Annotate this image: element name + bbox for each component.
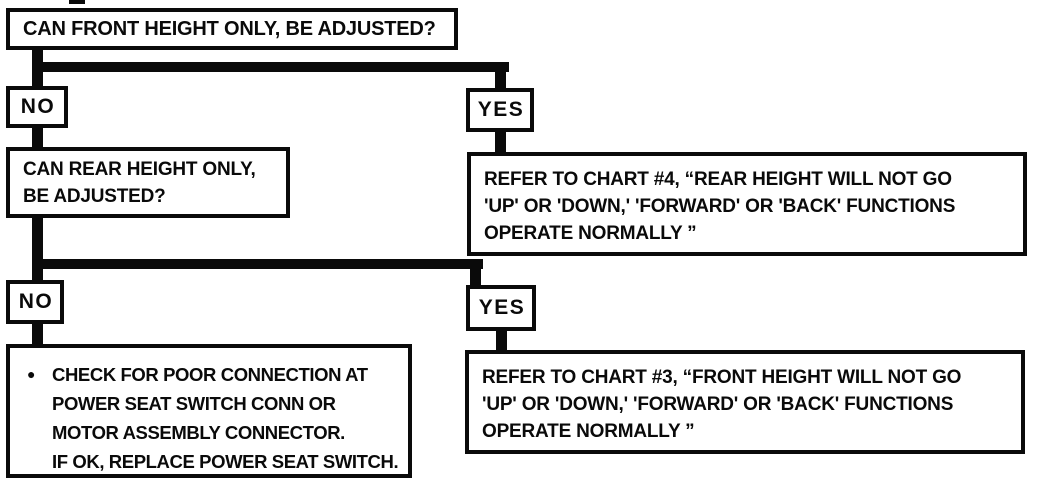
connector-q2-down bbox=[32, 216, 43, 283]
node-text-line: CHECK FOR POOR CONNECTION AT bbox=[52, 364, 368, 385]
node-yes-branch-2: YES bbox=[466, 285, 536, 331]
connector-branch2-to-yes bbox=[470, 261, 481, 288]
bullet-icon: ● bbox=[26, 366, 36, 382]
scan-artifact-line bbox=[69, 0, 85, 4]
node-text-line: CAN FRONT HEIGHT ONLY, BE ADJUSTED? bbox=[23, 17, 436, 40]
no-label: NO bbox=[18, 290, 54, 313]
connector-no1-to-q2 bbox=[32, 126, 43, 150]
node-check-connection-action: ● CHECK FOR POOR CONNECTION AT POWER SEA… bbox=[6, 344, 412, 478]
node-text-line: IF OK, REPLACE POWER SEAT SWITCH. bbox=[52, 451, 399, 472]
yes-label: YES bbox=[478, 296, 526, 319]
node-text-line: POWER SEAT SWITCH CONN OR bbox=[52, 393, 336, 414]
connector-branch2-horizontal bbox=[32, 259, 483, 269]
node-text-line: REFER TO CHART #4, “REAR HEIGHT WILL NOT… bbox=[484, 169, 952, 190]
node-text-line: CAN REAR HEIGHT ONLY, bbox=[23, 158, 256, 180]
node-no-branch-1: NO bbox=[6, 86, 68, 128]
node-refer-chart-3: REFER TO CHART #3, “FRONT HEIGHT WILL NO… bbox=[465, 350, 1025, 454]
node-text-line: OPERATE NORMALLY ” bbox=[482, 421, 695, 442]
node-question-rear-height: CAN REAR HEIGHT ONLY, BE ADJUSTED? bbox=[6, 147, 290, 218]
node-question-front-height: CAN FRONT HEIGHT ONLY, BE ADJUSTED? bbox=[6, 8, 458, 50]
connector-yes2-to-chart3 bbox=[496, 329, 507, 353]
connector-no2-to-action bbox=[32, 322, 43, 347]
connector-yes1-to-chart4 bbox=[495, 130, 506, 155]
node-text-line: 'UP' OR 'DOWN,' 'FORWARD' OR 'BACK' FUNC… bbox=[482, 394, 954, 415]
node-text-line: BE ADJUSTED? bbox=[23, 185, 166, 207]
node-refer-chart-4: REFER TO CHART #4, “REAR HEIGHT WILL NOT… bbox=[467, 152, 1027, 256]
node-text-line: MOTOR ASSEMBLY CONNECTOR. bbox=[52, 422, 345, 443]
no-label: NO bbox=[20, 95, 56, 118]
node-text-line: 'UP' OR 'DOWN,' 'FORWARD' OR 'BACK' FUNC… bbox=[484, 196, 956, 217]
node-text-line: OPERATE NORMALLY ” bbox=[484, 223, 697, 244]
connector-branch1-horizontal bbox=[32, 62, 509, 72]
yes-label: YES bbox=[477, 98, 525, 121]
action-text: CHECK FOR POOR CONNECTION AT POWER SEAT … bbox=[52, 360, 408, 474]
node-no-branch-2: NO bbox=[6, 280, 64, 324]
node-yes-branch-1: YES bbox=[466, 88, 534, 132]
node-text-line: REFER TO CHART #3, “FRONT HEIGHT WILL NO… bbox=[482, 367, 962, 388]
connector-branch1-to-yes bbox=[495, 64, 506, 91]
